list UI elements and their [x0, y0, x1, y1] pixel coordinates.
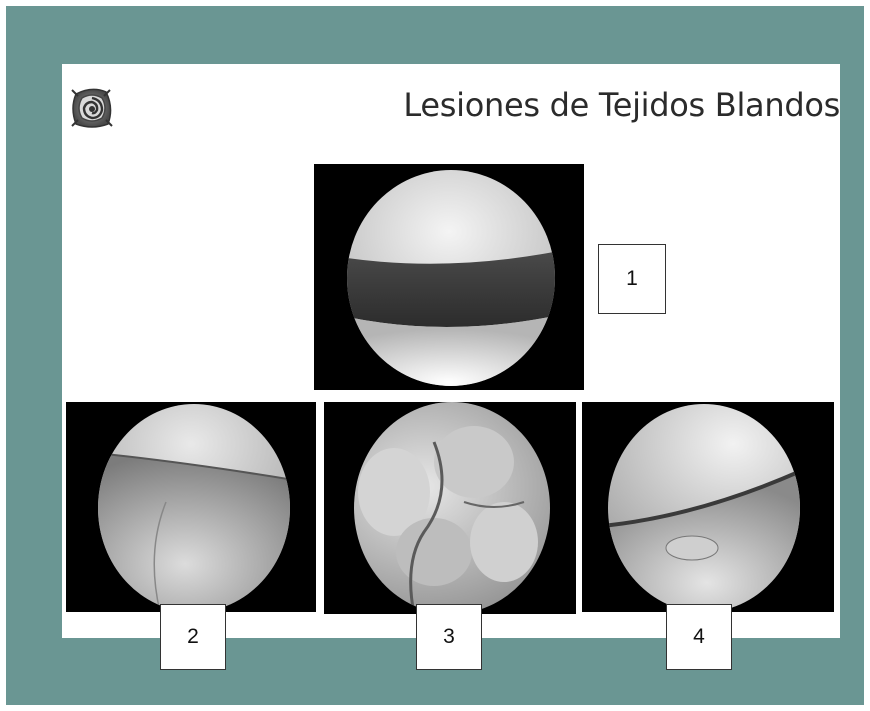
image-label-2: 2 — [160, 604, 226, 670]
arthroscopy-image-4 — [582, 402, 834, 612]
arthroscopy-image-3 — [324, 402, 576, 614]
spiral-logo-icon — [68, 84, 116, 132]
image-label-1: 1 — [598, 244, 666, 314]
slide-frame: Lesiones de Tejidos Blandos — [6, 6, 864, 705]
arthroscopy-image-1 — [314, 164, 584, 390]
image-label-3: 3 — [416, 604, 482, 670]
slide: Lesiones de Tejidos Blandos — [62, 64, 840, 670]
image-label-4: 4 — [666, 604, 732, 670]
slide-title: Lesiones de Tejidos Blandos — [403, 86, 840, 124]
arthroscopy-image-2 — [66, 402, 316, 612]
